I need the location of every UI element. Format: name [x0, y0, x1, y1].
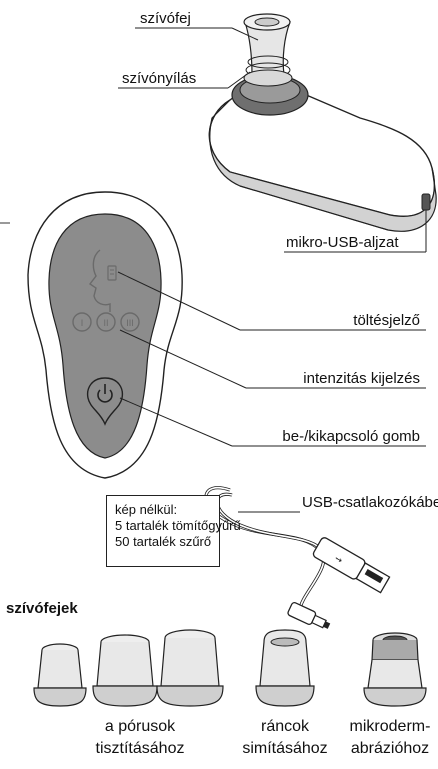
callout-usb-cable: USB-csatlakozókábel: [302, 494, 438, 512]
intensity-level-3: III: [126, 318, 134, 328]
device-front-panel: [28, 192, 182, 478]
caption-pores-line2: tisztításához: [50, 738, 230, 759]
callout-power-button: be-/kikapcsoló gomb: [234, 428, 420, 446]
usb-port-icon: [422, 194, 430, 210]
wrinkle-head-icon: [256, 630, 314, 706]
note-line-2: 5 tartalék tömítőgyűrű: [115, 518, 219, 534]
callout-suction-opening: szívónyílás: [122, 70, 196, 88]
microdermabrasion-head-icon: [364, 633, 426, 706]
pore-head-large-icon: [157, 630, 223, 706]
note-box: kép nélkül: 5 tartalék tömítőgyűrű 50 ta…: [106, 495, 220, 567]
note-line-3: 50 tartalék szűrő: [115, 534, 219, 550]
caption-pores-line1: a pórusok: [50, 716, 230, 737]
pore-head-small-icon: [34, 644, 86, 706]
caption-wrinkles-line2: simításához: [235, 738, 335, 759]
caption-micro-line1: mikroderm-: [342, 716, 438, 737]
callout-charge-indicator: töltésjelző: [300, 312, 420, 330]
intensity-level-1: I: [81, 318, 84, 328]
edge-mark: [0, 222, 10, 224]
suction-head-icon: [244, 14, 292, 86]
caption-micro-line2: abrázióhoz: [342, 738, 438, 759]
callout-intensity-display: intenzitás kijelzés: [270, 370, 420, 388]
pore-head-medium-icon: [93, 635, 157, 706]
callout-suction-head: szívófej: [140, 10, 191, 28]
caption-wrinkles-line1: ráncok: [235, 716, 335, 737]
callout-usb-port: mikro-USB-aljzat: [286, 234, 399, 252]
heads-section-title: szívófejek: [6, 600, 78, 617]
note-line-1: kép nélkül:: [115, 502, 219, 518]
intensity-level-2: II: [103, 318, 108, 328]
